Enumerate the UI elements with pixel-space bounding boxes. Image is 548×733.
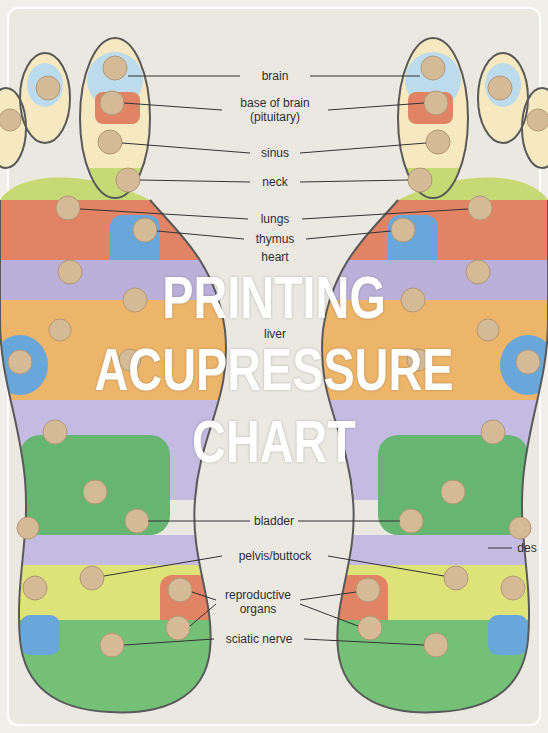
organ-label: brain	[215, 69, 335, 83]
organ-label: sciatic nerve	[199, 632, 319, 646]
organ-label: des	[513, 541, 541, 555]
organ-label: base of brain (pituitary)	[227, 96, 323, 124]
organ-label: pelvis/buttock	[215, 549, 335, 563]
organ-label: heart	[215, 250, 335, 264]
organ-label: bladder	[214, 514, 334, 528]
title-text: PRINTING ACUPRESSURE CHART	[40, 262, 508, 478]
organ-label: reproductive organs	[218, 588, 298, 616]
organ-label: sinus	[215, 146, 335, 160]
title-overlay: PRINTING ACUPRESSURE CHART	[0, 262, 548, 478]
organ-label: lungs	[215, 212, 335, 226]
organ-label: thymus	[215, 232, 335, 246]
organ-label: neck	[215, 175, 335, 189]
